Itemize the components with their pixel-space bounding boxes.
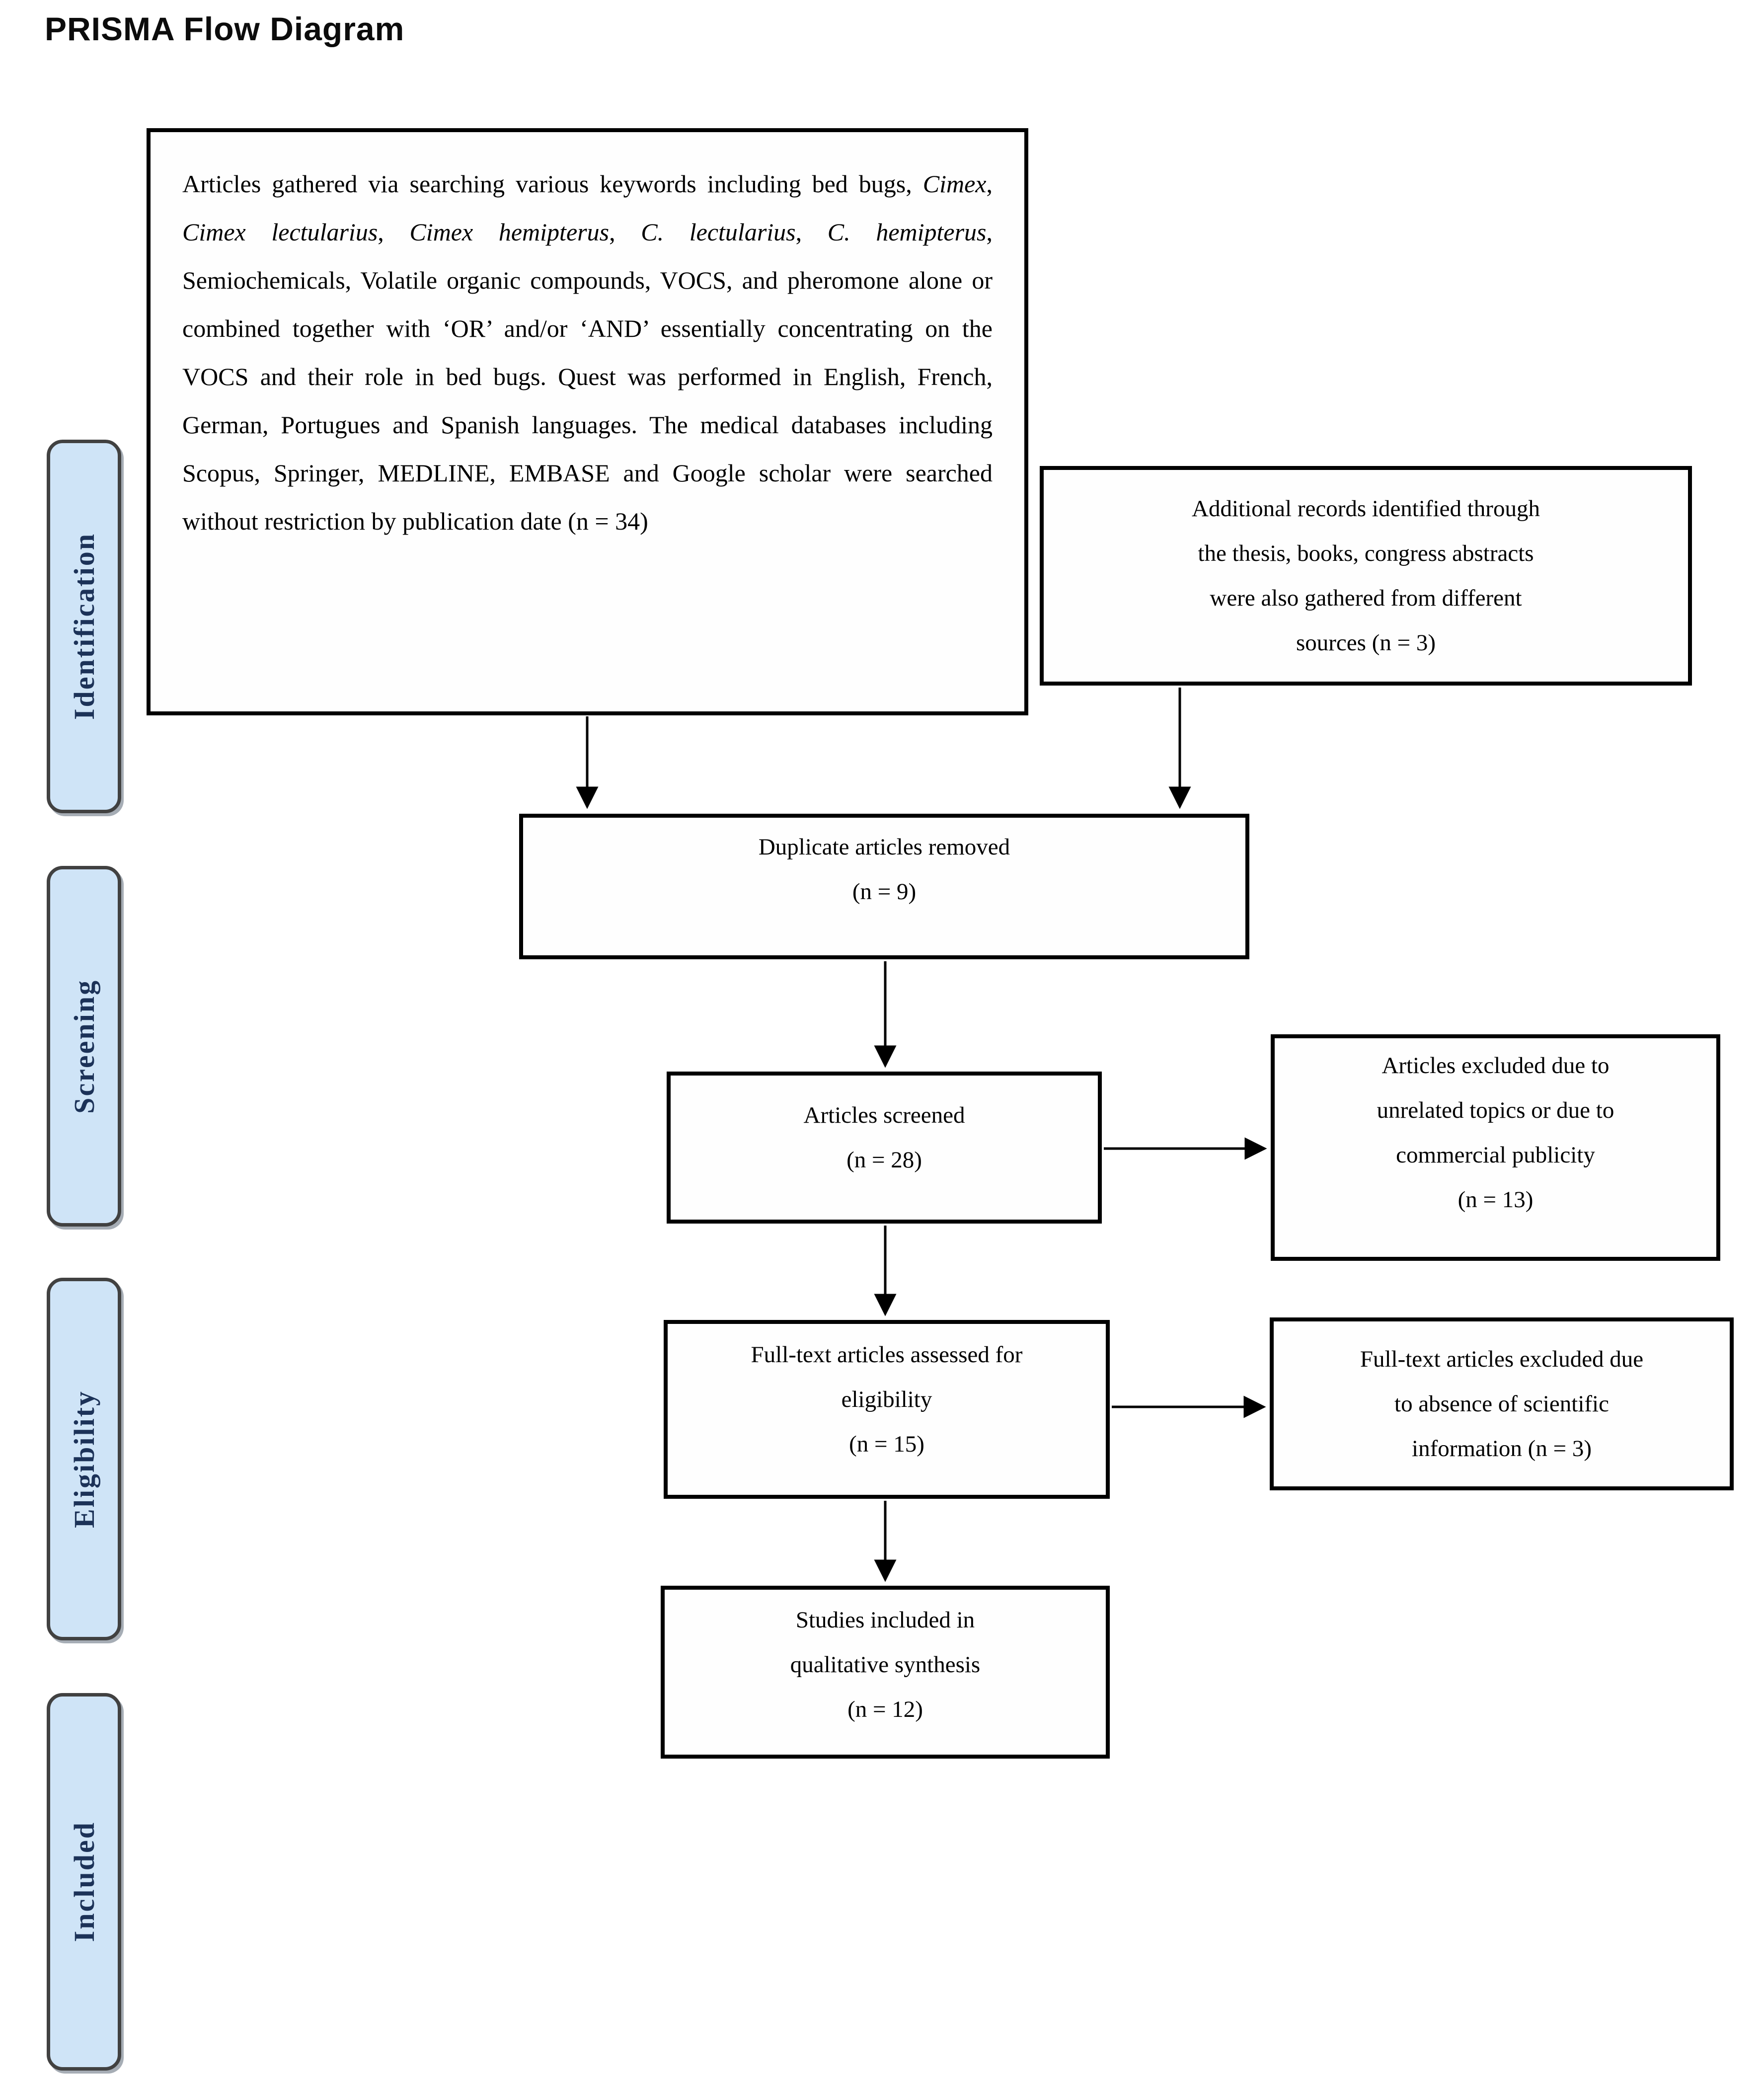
box-articles-screened: Articles screened (n = 28)	[667, 1072, 1102, 1224]
box-additional-records: Additional records identified through th…	[1040, 466, 1692, 686]
page-title: PRISMA Flow Diagram	[45, 10, 405, 47]
box-fulltext-excluded: Full-text articles excluded due to absen…	[1270, 1317, 1734, 1490]
box-records-identified: Articles gathered via searching various …	[147, 128, 1028, 715]
stage-label-included: Included	[47, 1693, 121, 2071]
stage-label-screening-text: Screening	[68, 979, 100, 1114]
stage-label-screening: Screening	[47, 866, 121, 1227]
box-studies-included: Studies included in qualitative synthesi…	[661, 1586, 1110, 1759]
box-duplicates-removed: Duplicate articles removed (n = 9)	[519, 814, 1249, 959]
stage-label-eligibility: Eligibility	[47, 1278, 121, 1640]
box-articles-excluded: Articles excluded due to unrelated topic…	[1271, 1034, 1720, 1261]
stage-label-identification-text: Identification	[68, 533, 100, 720]
stage-label-included-text: Included	[68, 1821, 100, 1942]
box-fulltext-assessed: Full-text articles assessed for eligibil…	[664, 1320, 1110, 1499]
stage-label-eligibility-text: Eligibility	[68, 1390, 100, 1528]
stage-label-identification: Identification	[47, 440, 121, 813]
